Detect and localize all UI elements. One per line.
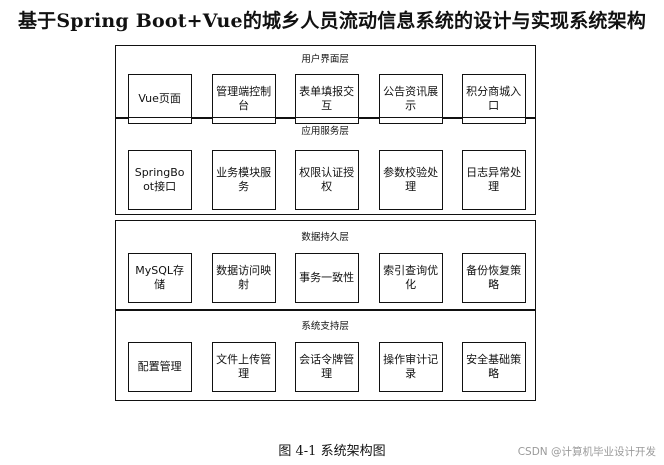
lower-block: 数据持久层 MySQL存储 数据访问映射 事务一致性 索引查询优化 备份恢复策略… [114, 219, 536, 401]
module-box: SpringBoot接口 [127, 150, 192, 210]
module-box: 操作审计记录 [378, 342, 443, 392]
module-box: 会话令牌管理 [294, 342, 359, 392]
module-box: 日志异常处理 [461, 150, 526, 210]
module-box: Vue页面 [127, 73, 192, 124]
figure-caption: 图 4-1 系统架构图 [278, 444, 386, 459]
module-box: 权限认证授权 [294, 150, 359, 210]
layer-data-persistence: 数据持久层 MySQL存储 数据访问映射 事务一致性 索引查询优化 备份恢复策略 [114, 219, 536, 311]
module-box: 数据访问映射 [211, 252, 276, 303]
module-box: 公告资讯展示 [378, 73, 443, 124]
module-box: MySQL存储 [127, 252, 192, 303]
module-box: 索引查询优化 [378, 252, 443, 303]
watermark: CSDN @计算机毕业设计开发 [517, 446, 656, 458]
upper-block: 用户界面层 Vue页面 管理端控制台 表单填报交互 公告资讯展示 积分商城入口 … [114, 44, 536, 215]
module-box: 业务模块服务 [211, 150, 276, 210]
module-box: 安全基础策略 [461, 342, 526, 392]
module-box: 配置管理 [127, 342, 192, 392]
module-box: 备份恢复策略 [461, 252, 526, 303]
module-box: 文件上传管理 [211, 342, 276, 392]
module-box: 事务一致性 [294, 252, 359, 303]
layer-title: 用户界面层 [301, 53, 349, 65]
layer-user-interface: 用户界面层 Vue页面 管理端控制台 表单填报交互 公告资讯展示 积分商城入口 [114, 44, 536, 124]
layer-title: 数据持久层 [301, 231, 349, 243]
module-box: 积分商城入口 [461, 73, 526, 124]
module-box: 管理端控制台 [211, 73, 276, 124]
module-box: 表单填报交互 [294, 73, 359, 124]
layer-system-support: 系统支持层 配置管理 文件上传管理 会话令牌管理 操作审计记录 安全基础策略 [114, 309, 536, 401]
diagram-title: 基于Spring Boot+Vue的城乡人员流动信息系统的设计与实现系统架构 [17, 10, 647, 32]
layer-title: 应用服务层 [301, 126, 349, 137]
layer-title: 系统支持层 [301, 321, 349, 332]
layer-application-service: 应用服务层 SpringBoot接口 业务模块服务 权限认证授权 参数校验处理 … [114, 117, 536, 215]
module-box: 参数校验处理 [378, 150, 443, 210]
